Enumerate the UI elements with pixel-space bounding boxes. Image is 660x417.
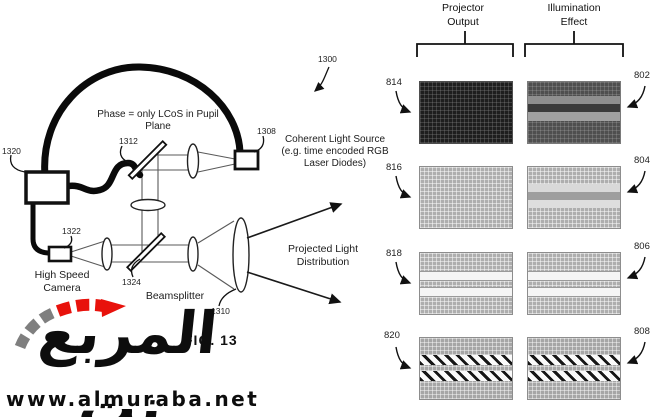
swatch-818: [419, 252, 513, 315]
lens-camera: [101, 237, 113, 271]
camera-box-1322: [47, 245, 73, 263]
lens-middle: [130, 198, 166, 212]
swatch-808: [527, 337, 621, 400]
hatch-stripe: [528, 371, 620, 381]
swatch-806: [527, 252, 621, 315]
ref-1308: 1308: [257, 126, 276, 136]
stripe: [420, 287, 512, 297]
coherent-light-source-label: Coherent Light Source (e.g. time encoded…: [281, 134, 389, 170]
ref-label-818: 818: [386, 248, 402, 259]
illumination-effect-header: Illumination Effect: [547, 2, 601, 28]
fiber-cables: [30, 63, 244, 256]
projected-light-arrows: [246, 202, 343, 305]
ref-label-814: 814: [386, 77, 402, 88]
bracket-projector-output: [416, 43, 514, 57]
ref-1310: 1310: [211, 306, 230, 316]
swatch-820: [419, 337, 513, 400]
lenses: [101, 143, 250, 293]
stripe: [528, 112, 620, 121]
swoosh-red-arc: [55, 298, 105, 317]
hatch-stripe: [420, 371, 512, 381]
figure-number-label: FIG. 13: [184, 332, 238, 348]
swatch-802: [527, 81, 621, 144]
ref-label-808: 808: [634, 326, 650, 337]
beamsplitter-label: Beamsplitter: [145, 290, 205, 302]
swatch-814: [419, 81, 513, 144]
swoosh-gray-arc: [14, 306, 58, 350]
almuraba-url-text: www.almuraba.net: [6, 387, 260, 411]
hatch-stripe: [420, 355, 512, 365]
box-1320: [24, 170, 70, 205]
lens-upper: [186, 143, 200, 179]
bracket-illumination-effect: [524, 43, 624, 57]
s-cable: [64, 159, 144, 195]
ref-1322: 1322: [62, 226, 81, 236]
high-speed-camera-label: High Speed Camera: [34, 269, 90, 294]
stripe: [528, 96, 620, 104]
stripe: [528, 192, 620, 200]
leader-lines: [9, 66, 330, 307]
stripe: [528, 271, 620, 281]
stripe: [420, 271, 512, 281]
ref-1312: 1312: [119, 136, 138, 146]
stripe: [528, 200, 620, 208]
swatch-804: [527, 166, 621, 229]
lens-projection-1310: [232, 217, 250, 293]
swatch-816: [419, 166, 513, 229]
ref-label-806: 806: [634, 241, 650, 252]
ref-label-816: 816: [386, 162, 402, 173]
projected-light-distribution-label: Projected Light Distribution: [287, 243, 359, 268]
panel-ref-arrows: [395, 85, 646, 370]
ref-1324: 1324: [122, 277, 141, 287]
dome-cable: [41, 63, 244, 180]
stripe: [528, 104, 620, 112]
ref-label-802: 802: [634, 70, 650, 81]
beam-rays: [70, 149, 236, 290]
stripe: [528, 184, 620, 192]
device-boxes: [24, 149, 260, 263]
lens-lower: [187, 236, 199, 272]
light-source-box-1308: [233, 149, 260, 171]
camera-cable: [30, 200, 51, 256]
watermark-swoosh: [14, 298, 126, 350]
ref-1320: 1320: [2, 146, 21, 156]
ref-label-820: 820: [384, 330, 400, 341]
beamsplitter-1312: [127, 139, 168, 181]
stripe: [528, 287, 620, 297]
hatch-stripe: [528, 355, 620, 365]
phase-lcos-label: Phase = only LCoS in Pupil Plane: [97, 109, 219, 133]
ref-label-804: 804: [634, 155, 650, 166]
header-brackets: [416, 31, 624, 57]
projector-output-header: Projector Output: [441, 2, 484, 28]
swoosh-red-wedge: [101, 299, 126, 317]
ref-1300: 1300: [318, 54, 337, 64]
